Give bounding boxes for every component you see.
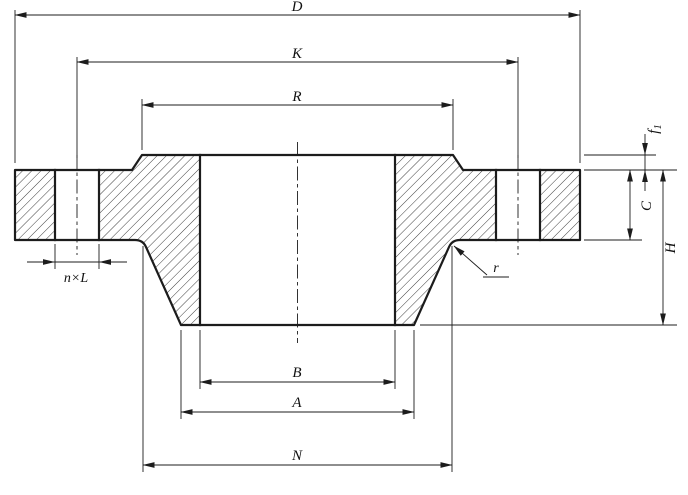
hatch-left-hub-section xyxy=(99,155,200,325)
label-bolt-circle: K xyxy=(291,46,303,62)
body-outline xyxy=(13,153,582,327)
leader-line-r xyxy=(453,245,488,276)
dimension-labels: D K R f1 C H r n×L B A N xyxy=(64,0,679,464)
hatch-right-outer-ring xyxy=(540,170,580,240)
section-hatch-regions xyxy=(15,155,580,325)
label-bolt-holes: n×L xyxy=(64,271,88,286)
label-flange-thickness: C xyxy=(639,200,655,211)
label-hub-end-diameter: A xyxy=(291,395,302,411)
label-overall-height: H xyxy=(663,241,679,254)
label-outer-diameter: D xyxy=(291,0,303,15)
label-bore-diameter: B xyxy=(292,365,301,381)
flange-profile xyxy=(13,153,582,327)
label-hub-root-diameter: N xyxy=(291,448,303,464)
label-raised-face-height: f1 xyxy=(646,124,664,133)
label-raised-face-diameter: R xyxy=(291,89,301,105)
label-fillet-radius: r xyxy=(493,261,499,276)
dimension-lines xyxy=(14,12,666,468)
centerlines xyxy=(76,142,519,343)
hatch-right-hub-section xyxy=(395,155,496,325)
hatch-left-outer-ring xyxy=(15,170,55,240)
